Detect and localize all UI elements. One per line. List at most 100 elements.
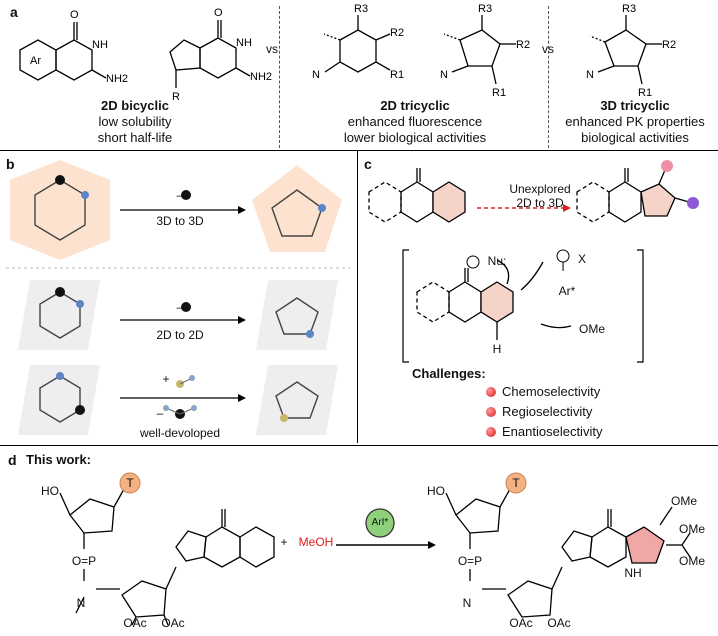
panel-d-graphics (59, 472, 691, 626)
nh2-label: NH2 (106, 73, 128, 85)
label-2d-to-2d: 2D to 2D (156, 328, 204, 342)
caption-line: low solubility (98, 114, 172, 129)
caption-line: lower biological activities (343, 130, 487, 145)
carbon-removed-bead (55, 175, 65, 185)
pyrrole-ring (275, 297, 319, 335)
divider-a2 (548, 6, 549, 148)
ho-label: HO (41, 484, 59, 498)
oac-label-1: OAc (123, 616, 147, 630)
n-label-2: N (462, 596, 472, 610)
pyrimidine-2d (339, 29, 377, 73)
caption-title: 3D tricyclic (600, 98, 670, 113)
imidazole-2d (459, 29, 501, 67)
imidazole-ring-2 (561, 530, 593, 562)
o-label-2: O (214, 7, 223, 19)
deoxyribose-ring-2 (455, 498, 501, 534)
label-3d-to-3d: 3D to 3D (156, 214, 204, 228)
r2-label-2: R2 (516, 39, 530, 51)
middle-ring-2 (608, 181, 642, 223)
ar-label: Ar (30, 55, 41, 67)
cyclopentane-ring (271, 189, 323, 237)
guanine-five-ring (169, 39, 201, 71)
separator-ab (0, 150, 718, 151)
dashed-benzo-ring (368, 181, 402, 223)
vs-label-1: vs (266, 42, 278, 56)
plus-label: + (280, 535, 288, 549)
removed-bead-3 (75, 405, 85, 415)
oac-label-3: OAc (509, 616, 533, 630)
minus-sign-1: – (176, 188, 184, 202)
caption-title: 2D tricyclic (380, 98, 450, 113)
r2-label: R2 (390, 27, 404, 39)
red-dot-icon (486, 406, 496, 417)
panel-a-structures: Ar NH NH2 O O NH NH2 R R3 R2 R1 N R3 R2 … (19, 3, 676, 103)
n-bead-2 (318, 204, 326, 212)
x-label: X (577, 252, 586, 266)
guanine-six-ring (199, 37, 237, 79)
op-label: O=P (71, 554, 97, 568)
imidazole-ring (175, 530, 207, 562)
r2-label-3: R2 (662, 39, 676, 51)
benzene-ring-2 (39, 375, 81, 423)
nh2-label-2: NH2 (250, 71, 272, 83)
panel-d-letter: d (8, 452, 17, 468)
right-bracket (637, 249, 644, 363)
panel-a-letter: a (10, 4, 18, 20)
pink-substituent (661, 160, 673, 172)
n-bead-4 (306, 330, 314, 338)
nh-label: NH (92, 39, 108, 51)
new-pyrroline-ring (625, 526, 665, 564)
r1-label: R1 (390, 69, 404, 81)
caption-line: short half-life (97, 130, 173, 145)
removed-atom-2 (181, 302, 191, 312)
nu-label: Nu: (487, 254, 507, 268)
hexagon-glow (10, 160, 110, 260)
left-bracket (402, 249, 409, 363)
2d-to-3d-label: 2D to 3D (516, 196, 564, 210)
pyrimidine-ring (55, 39, 93, 81)
challenge-text: Regioselectivity (502, 404, 593, 419)
pyrido-ring (239, 526, 275, 568)
n-label: N (76, 596, 86, 610)
parallelogram-bg-3 (18, 365, 100, 435)
nh-label: NH (624, 566, 642, 580)
caption-line: enhanced fluorescence (347, 114, 483, 129)
catalyst-badge (365, 508, 395, 538)
panel-c-graphics (368, 160, 699, 363)
caption-3d-tricyclic: 3D tricyclic enhanced PK properties biol… (552, 98, 718, 146)
challenge-text: Enantioselectivity (502, 424, 603, 439)
middle-ring (400, 181, 434, 223)
panel-b-graphics (6, 160, 350, 435)
ho-label-2: HO (427, 484, 445, 498)
caption-2d-tricyclic: 2D tricyclic enhanced fluorescence lower… (320, 98, 510, 146)
r1-label-2: R1 (492, 87, 506, 99)
thiophene-ring (275, 381, 319, 419)
catalyst-label: ArI* (371, 517, 389, 528)
separator-d (0, 445, 718, 446)
panel-c-letter: c (364, 156, 372, 172)
pyrimidine-ring-2 (589, 526, 627, 568)
oac-label-2: OAc (161, 616, 185, 630)
t-label-2: T (512, 476, 520, 490)
purple-substituent (687, 197, 699, 209)
ribose-ring (121, 580, 167, 618)
this-work-title: This work: (26, 452, 92, 467)
parallelogram-bg (18, 280, 100, 350)
challenge-text: Chemoselectivity (502, 384, 601, 399)
h-label: H (492, 342, 502, 356)
r3-label-2: R3 (478, 3, 492, 15)
challenge-item: Regioselectivity (486, 404, 592, 419)
caption-title: 2D bicyclic (101, 98, 169, 113)
caption-line: enhanced PK properties (565, 114, 705, 129)
r1-label-3: R1 (638, 87, 652, 99)
anion-charge (466, 255, 480, 269)
r3-label: R3 (354, 3, 368, 15)
ome-label: OMe (578, 322, 605, 336)
challenge-item: Enantioselectivity (486, 424, 602, 439)
pyrimidine-ring (203, 526, 241, 568)
nh-label-2: NH (236, 37, 252, 49)
removed-atom-1 (181, 190, 191, 200)
n-label-3: N (586, 69, 594, 81)
o-label: O (70, 9, 79, 21)
ribose-ring-2 (507, 580, 553, 618)
